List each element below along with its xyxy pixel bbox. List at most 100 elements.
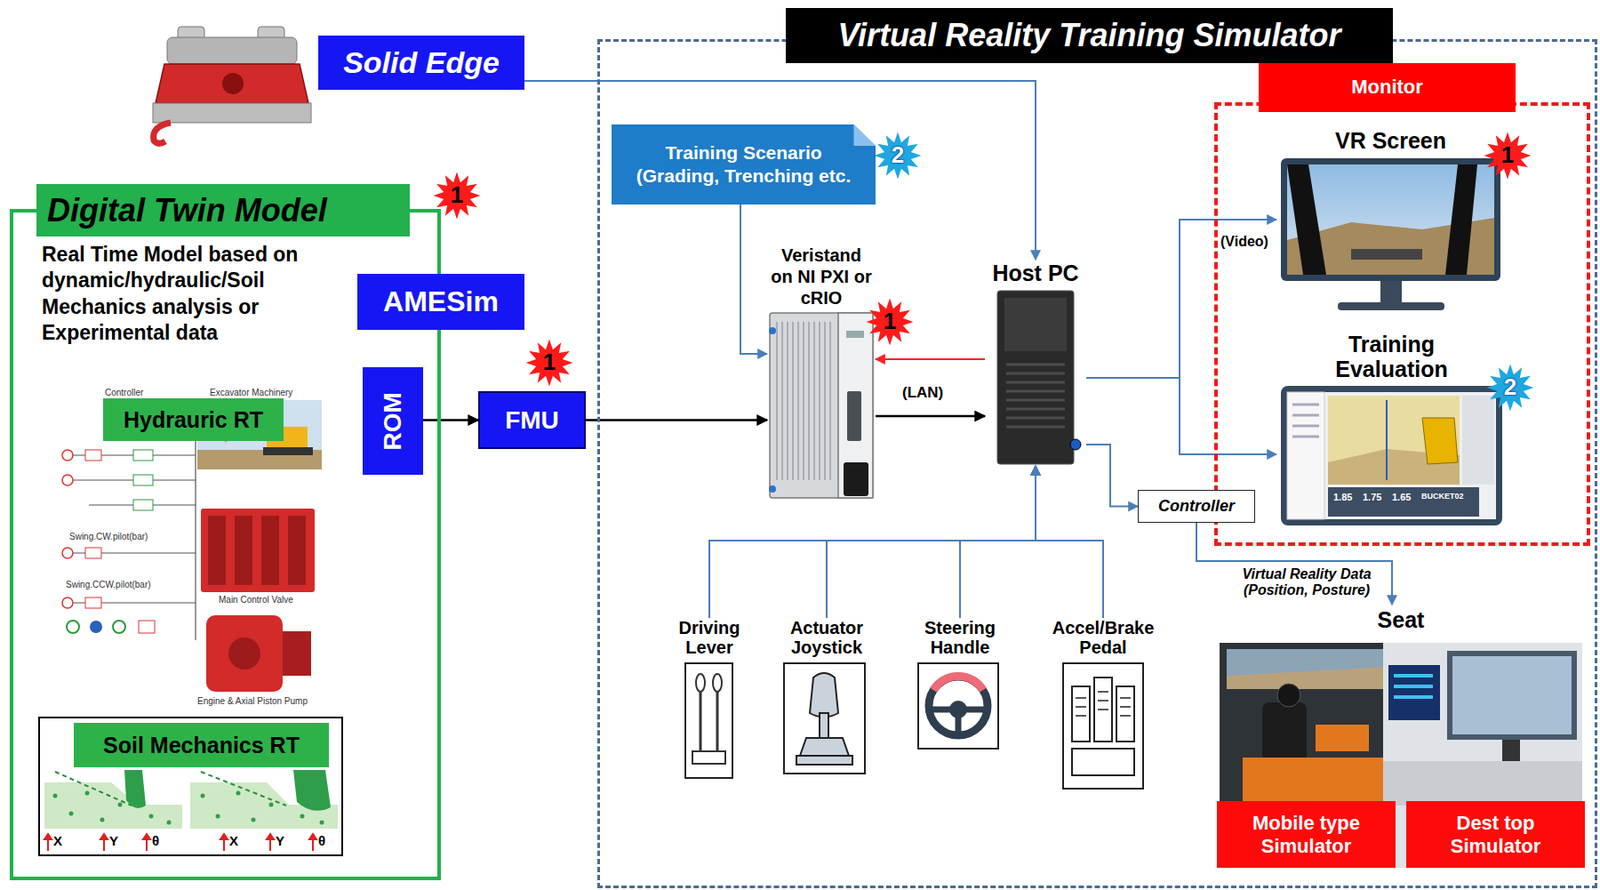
node-text: AMESim <box>383 284 499 319</box>
soil-illustration <box>100 833 108 840</box>
connector <box>1086 444 1138 507</box>
text-holder: Digital Twin Model <box>36 184 410 237</box>
callout-number: 1 <box>528 348 571 377</box>
lever-icon <box>696 673 705 692</box>
pedal-icon <box>1063 663 1144 789</box>
callout-number: 1 <box>435 181 479 210</box>
lever-icon <box>712 673 722 692</box>
vr-monitor-drawing <box>1280 158 1501 281</box>
text-holder: Steering Handle <box>902 617 1018 657</box>
connector <box>524 80 1036 260</box>
coupler-illustration <box>155 64 309 104</box>
input-device: Steering Handle <box>904 617 1016 752</box>
mobile-simulator-photo <box>1226 666 1387 689</box>
text-holder: Monitor <box>1258 63 1516 112</box>
label-holder: 1 <box>528 348 571 377</box>
label-holder: Controller <box>104 387 144 398</box>
soil-illustration <box>300 814 305 819</box>
node-text: Steering Handle <box>902 617 1018 657</box>
vr-monitor-drawing <box>1351 248 1423 260</box>
tab-shape <box>611 124 876 205</box>
coupler-illustration <box>152 103 312 123</box>
node-text: Soil Mechanics RT <box>103 731 300 759</box>
hydraulic-schematic <box>261 515 280 585</box>
signal-label: Swing.CCW.pilot(bar) <box>65 579 152 590</box>
tablet-drawing <box>1287 392 1325 520</box>
text-holder: Controller <box>1138 490 1255 522</box>
vr-monitor-drawing <box>1445 164 1478 275</box>
label-holder: Swing.CW.pilot(bar) <box>69 531 148 542</box>
part-label: Main Control Valve <box>218 594 294 605</box>
hydraulic-schematic <box>206 615 283 692</box>
pxi-module-drawing <box>768 327 776 335</box>
connector <box>740 204 768 354</box>
hydraulic-schematic <box>85 449 102 461</box>
steering-icon <box>918 663 999 749</box>
mobile-simulator-photo <box>1315 724 1369 752</box>
tablet-drawing <box>1292 404 1320 437</box>
lever-icon <box>692 751 726 764</box>
hydraulic-schematic <box>133 499 153 511</box>
hydraulic-schematic <box>85 597 102 608</box>
mobile-simulator-photo <box>1262 702 1307 763</box>
hydraulic-schematic <box>112 620 126 633</box>
pxi-module-drawing <box>768 312 873 498</box>
soil-illustration <box>124 769 146 808</box>
label-holder: Virtual Reality Data (Position, Posture) <box>1226 566 1387 600</box>
lever-icon <box>716 684 720 752</box>
gauge-value: 1.65 <box>1392 491 1411 503</box>
node-text: Driving Lever <box>667 617 752 657</box>
simulator-tag: Dest top Simulator <box>1406 800 1585 868</box>
soil-illustration <box>309 833 317 840</box>
node-text: Digital Twin Model <box>47 191 328 230</box>
soil-illustration <box>220 833 228 840</box>
hydraulic-schematic <box>133 449 153 461</box>
tablet-drawing <box>1280 385 1503 526</box>
label-holder: θ <box>318 833 326 849</box>
pxi-module-drawing <box>847 391 862 441</box>
connector <box>1086 377 1277 455</box>
host-tower-drawing <box>1070 439 1081 450</box>
text-holder: Soil Mechanics RT <box>73 722 329 768</box>
connector <box>875 415 985 418</box>
tablet-drawing <box>1328 487 1480 517</box>
hydraulic-schematic <box>66 620 80 633</box>
model-tag: Hydrauric RT <box>103 398 284 441</box>
callout-star <box>866 298 914 346</box>
label-holder: Main Control Valve <box>218 594 294 605</box>
node-text: Dest top Simulator <box>1413 811 1578 857</box>
lever-icon <box>699 684 703 752</box>
label-holder: Excavator Machinery <box>209 387 293 398</box>
node-text: Solid Edge <box>343 44 500 81</box>
part-label: Engine & Axial Piston Pump <box>197 696 308 706</box>
hydraulic-schematic <box>62 417 196 640</box>
text-holder: Dest top Simulator <box>1406 800 1585 868</box>
tablet-drawing <box>1280 385 1503 526</box>
callout-number: 1 <box>1486 141 1529 170</box>
label-holder: Swing.CCW.pilot(bar) <box>65 579 152 590</box>
node-text: Virtual Reality Training Simulator <box>837 16 1341 55</box>
hydraulic-schematic <box>234 515 253 585</box>
text-holder: Mobile type Simulator <box>1216 800 1396 868</box>
text-holder: FMU <box>480 392 584 448</box>
soil-illustration <box>269 838 272 851</box>
node-text: FMU <box>504 405 560 436</box>
label-holder: θ <box>152 833 160 849</box>
desktop-simulator-photo <box>1502 739 1520 761</box>
axis-label: Y <box>275 833 285 849</box>
node-text: Hydrauric RT <box>123 406 264 433</box>
text-holder: Training Scenario (Grading, Trenching et… <box>611 124 876 205</box>
hydraulic-schematic <box>89 620 103 633</box>
pxi-module-drawing <box>768 485 776 493</box>
lever-icon <box>685 663 733 778</box>
connector-label: (LAN) <box>902 384 944 402</box>
joystick-icon <box>784 663 865 774</box>
joystick-icon <box>800 737 849 756</box>
desktop-simulator-photo <box>1393 675 1433 697</box>
soil-illustration <box>39 717 343 856</box>
tablet-drawing <box>1287 392 1496 520</box>
connector <box>875 358 985 360</box>
text-holder: Accel/Brake Pedal <box>1042 617 1164 657</box>
soil-illustration <box>85 791 90 796</box>
pedal-icon <box>1072 686 1090 742</box>
